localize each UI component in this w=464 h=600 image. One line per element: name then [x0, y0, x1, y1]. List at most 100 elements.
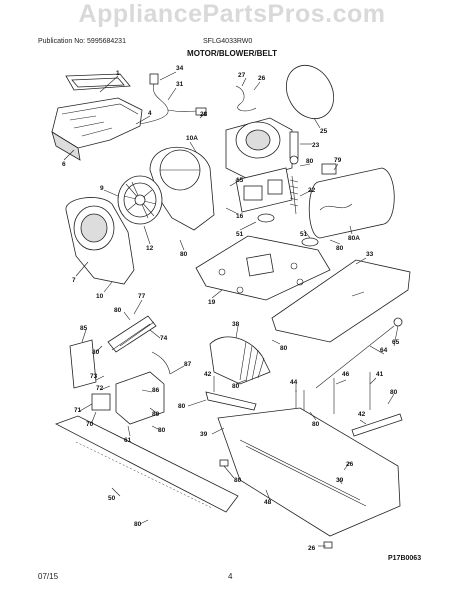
model-number: SFLG4033RW0 — [203, 38, 253, 45]
callout: 80 — [92, 349, 100, 356]
callout: 28 — [200, 111, 208, 118]
part-idler-pulley — [289, 131, 299, 215]
callout: 80A — [348, 235, 360, 242]
part-switch — [321, 163, 337, 175]
part-blower-scroll — [65, 197, 135, 285]
part-wire — [151, 351, 171, 375]
part-bracket — [205, 391, 257, 411]
callout-labels: 1 34 31 4 28 6 27 26 25 23 10A 80 79 15 … — [62, 65, 400, 552]
callout: 12 — [146, 245, 154, 252]
part-bracket — [351, 413, 403, 437]
callout: 22 — [308, 187, 316, 194]
part-power-cord — [139, 73, 207, 125]
section-title: MOTOR/BLOWER/BELT — [187, 49, 277, 58]
callout: 80 — [232, 383, 240, 390]
callout: 80 — [134, 521, 142, 528]
callout: 46 — [342, 371, 350, 378]
callout: 80 — [390, 389, 398, 396]
callout: 80 — [312, 421, 320, 428]
callout: 80 — [178, 403, 186, 410]
part-base-panel — [271, 259, 411, 343]
page-number: 4 — [228, 572, 233, 581]
callout: 42 — [358, 411, 366, 418]
callout: 80 — [336, 245, 344, 252]
callout: 26 — [258, 75, 266, 82]
callout: 65 — [392, 339, 400, 346]
callout: 77 — [138, 293, 146, 300]
callout: 34 — [176, 65, 184, 72]
callout: 26 — [308, 545, 316, 552]
part-control-housing — [115, 371, 165, 425]
part-flex-duct — [209, 336, 271, 385]
callout: 42 — [204, 371, 212, 378]
callout: 80 — [114, 307, 122, 314]
callout: 33 — [366, 251, 374, 258]
callout: 6 — [62, 161, 66, 168]
part-motor-mount-plate — [195, 235, 331, 301]
callout: 64 — [380, 347, 388, 354]
part-foot — [219, 459, 229, 467]
part-centrifugal-switch — [91, 393, 111, 411]
callout: 38 — [232, 321, 240, 328]
part-exhaust-duct — [308, 167, 395, 239]
part-rod-end — [393, 317, 403, 327]
part-front-panel — [55, 415, 239, 513]
part-foot — [323, 541, 333, 549]
callout: 86 — [152, 387, 160, 394]
callout: 73 — [90, 373, 98, 380]
callout: 31 — [176, 81, 184, 88]
part-control-plate — [69, 339, 97, 389]
callout: 4 — [148, 110, 152, 117]
callout: 79 — [334, 157, 342, 164]
callout: 85 — [80, 325, 88, 332]
watermark: AppliancePartsPros.com — [78, 0, 386, 28]
part-grommet — [257, 213, 275, 223]
callout: 51 — [300, 231, 308, 238]
callout: 70 — [86, 421, 94, 428]
callout: 26 — [346, 461, 354, 468]
callout: 44 — [290, 379, 298, 386]
callout: 74 — [160, 335, 168, 342]
callout: 27 — [238, 72, 246, 79]
part-drive-belt — [285, 64, 335, 120]
part-drive-motor — [225, 117, 293, 213]
callout: 80 — [180, 251, 188, 258]
callout: 16 — [236, 213, 244, 220]
callout: 71 — [74, 407, 82, 414]
callout: 41 — [376, 371, 384, 378]
part-rod — [315, 325, 395, 389]
callout: 51 — [236, 231, 244, 238]
part-heater-assembly — [107, 315, 157, 353]
part-base-frame — [217, 407, 401, 537]
callout: 87 — [184, 361, 192, 368]
callout: 72 — [96, 385, 104, 392]
callout: 39 — [336, 477, 344, 484]
part-filter-housing — [51, 73, 143, 161]
callout: 10A — [186, 135, 198, 142]
leader-lines — [63, 71, 399, 547]
callout: 39 — [200, 431, 208, 438]
callout: 19 — [208, 299, 216, 306]
callout: 1 — [116, 70, 120, 77]
diagram-code: P17B0063 — [388, 555, 421, 562]
callout: 61 — [124, 437, 132, 444]
callout: 25 — [320, 128, 328, 135]
publication-number: Publication No: 5995684231 — [38, 38, 126, 45]
callout: 10 — [96, 293, 104, 300]
part-motor-harness — [235, 85, 257, 112]
callout: 50 — [108, 495, 116, 502]
part-grommet — [301, 237, 319, 247]
callout: 80 — [280, 345, 288, 352]
callout: 9 — [100, 185, 104, 192]
callout: 7 — [72, 277, 76, 284]
callout: 48 — [264, 499, 272, 506]
callout: 80 — [234, 477, 242, 484]
callout: 80 — [152, 411, 160, 418]
callout: 23 — [312, 142, 320, 149]
callout: 15 — [236, 177, 244, 184]
part-blower-wheel — [117, 175, 163, 225]
part-blower-housing — [149, 146, 215, 231]
callout: 80 — [306, 158, 314, 165]
callout: 80 — [158, 427, 166, 434]
